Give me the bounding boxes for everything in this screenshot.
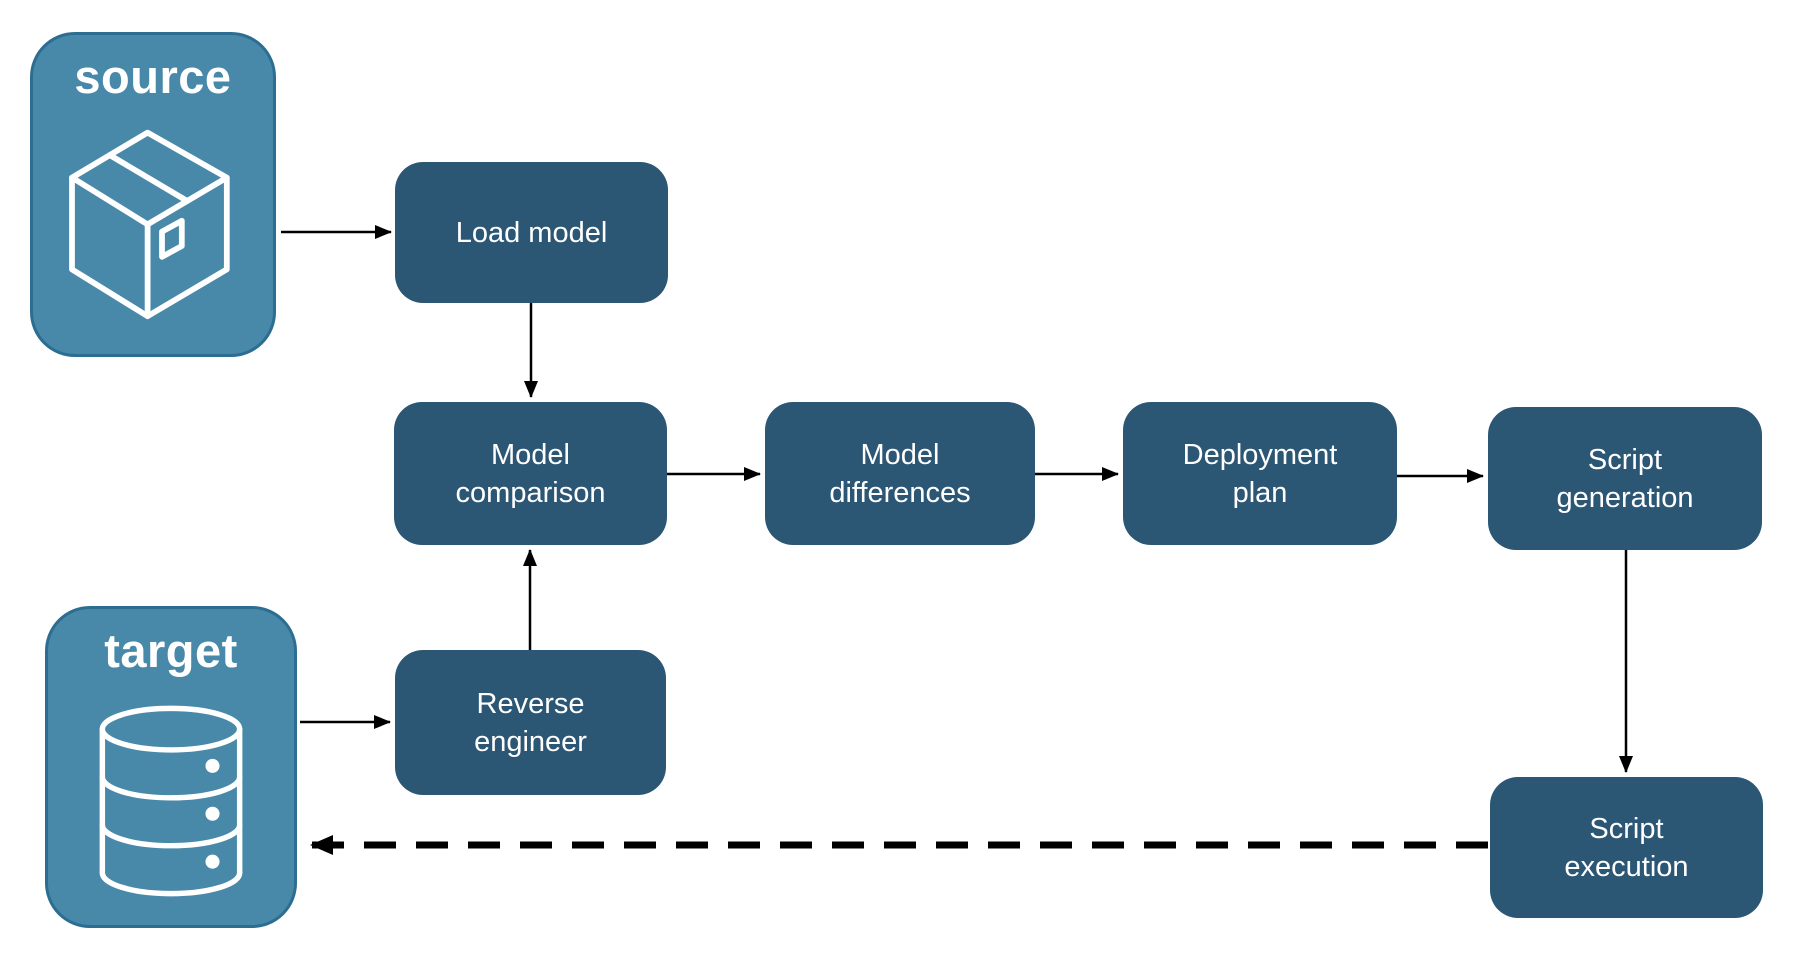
node-label-line: Model [860, 438, 940, 471]
node-label-line: Model [491, 438, 570, 471]
package-icon [33, 103, 273, 354]
source-label: source [74, 50, 232, 103]
node-label-line: comparison [455, 476, 606, 509]
node-label-line: engineer [474, 725, 587, 758]
node-label-line: plan [1232, 476, 1288, 509]
reverse-engineer-node: Reverse engineer [395, 650, 666, 795]
node-label-line: execution [1564, 850, 1689, 883]
model-differences-node: Model differences [765, 402, 1035, 545]
node-label-line: Script [1589, 812, 1664, 845]
model-comparison-node: Model comparison [394, 402, 667, 545]
target-label: target [104, 624, 238, 677]
target-entity: target [45, 606, 297, 928]
script-execution-node: Script execution [1490, 777, 1763, 918]
deployment-plan-node: Deployment plan [1123, 402, 1397, 545]
node-label-line: generation [1556, 481, 1694, 514]
node-label-line: Reverse [476, 687, 585, 720]
script-generation-node: Script generation [1488, 407, 1762, 550]
load-model-node: Load model [395, 162, 668, 303]
source-entity: source [30, 32, 276, 357]
node-label-line: differences [829, 476, 971, 509]
node-label-line: Script [1587, 443, 1663, 476]
database-icon [48, 677, 294, 925]
node-label-line: Deployment [1182, 438, 1338, 471]
node-label-line: Load model [455, 216, 608, 249]
